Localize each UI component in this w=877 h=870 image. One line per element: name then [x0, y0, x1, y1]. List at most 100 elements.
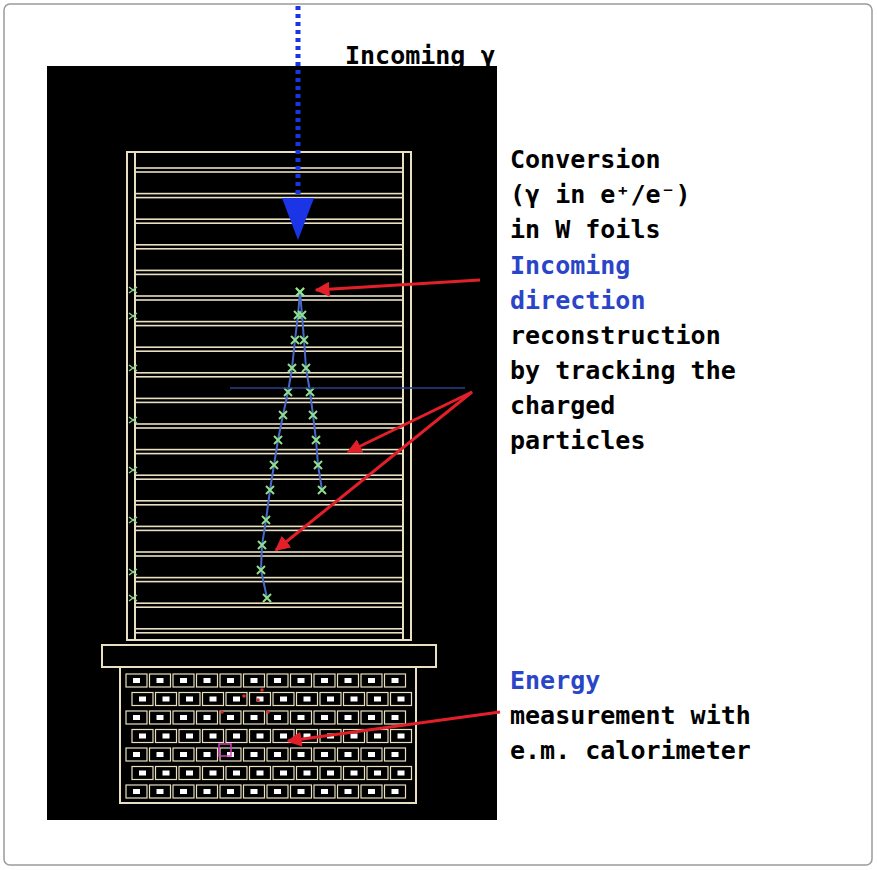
crystal-core	[227, 715, 234, 720]
crystal-core	[204, 752, 211, 757]
hit-mark	[129, 467, 137, 473]
hit-mark	[279, 411, 287, 419]
calorimeter	[102, 645, 436, 803]
tracker-tray	[135, 603, 403, 607]
leader-arrow	[276, 392, 472, 550]
crystal-log	[203, 767, 224, 780]
crystal-core	[157, 678, 164, 683]
crystal-core	[133, 789, 140, 794]
leader-arrow	[316, 280, 480, 290]
tracker-tower	[127, 152, 411, 640]
energy-deposit	[256, 698, 260, 702]
crystal-core	[233, 771, 240, 776]
crystal-core	[157, 752, 164, 757]
crystal-log	[361, 748, 382, 761]
crystal-log	[244, 785, 265, 798]
photon-arrowhead	[282, 198, 314, 240]
crystal-log	[126, 785, 147, 798]
crystal-core	[280, 771, 287, 776]
conversion-note: Conversion (γ in e⁺/e⁻) in W foils	[510, 142, 698, 247]
crystal-core	[204, 678, 211, 683]
crystal-log	[126, 674, 147, 687]
crystal-log	[385, 674, 406, 687]
crystal-log	[197, 748, 218, 761]
crystal-core	[139, 734, 146, 739]
crystal-log	[338, 674, 359, 687]
hit-mark	[270, 461, 278, 469]
crystal-core	[133, 752, 140, 757]
crystal-log	[338, 748, 359, 761]
hit-mark	[306, 388, 314, 396]
crystal-core	[392, 752, 399, 757]
crystal-core	[327, 771, 334, 776]
crystal-core	[345, 752, 352, 757]
crystal-core	[351, 771, 358, 776]
hit-mark	[300, 336, 308, 344]
crystal-log	[150, 674, 171, 687]
tracker-tray	[135, 398, 403, 402]
tracker-tray	[135, 168, 403, 172]
tracker-tray	[135, 219, 403, 223]
crystal-log	[361, 674, 382, 687]
crystal-log	[250, 730, 271, 743]
crystal-core	[257, 734, 264, 739]
energy-note: measurement with e.m. calorimeter	[510, 698, 760, 768]
crystal-log	[361, 711, 382, 724]
crystal-log	[126, 711, 147, 724]
crystal-log	[385, 785, 406, 798]
energy-deposit	[220, 710, 224, 714]
crystal-log	[291, 785, 312, 798]
crystal-core	[321, 678, 328, 683]
tower-post	[126, 152, 128, 640]
hit-mark	[309, 411, 317, 419]
crystal-core	[186, 771, 193, 776]
tower-post	[134, 152, 136, 640]
crystal-log	[314, 711, 335, 724]
crystal-core	[392, 789, 399, 794]
crystal-core	[139, 771, 146, 776]
crystal-core	[392, 715, 399, 720]
tower-post	[402, 152, 404, 640]
tracker-tray	[135, 629, 403, 633]
crystal-core	[180, 715, 187, 720]
crystal-log	[226, 767, 247, 780]
crystal-log	[226, 730, 247, 743]
crystal-log	[291, 711, 312, 724]
crystal-core	[274, 678, 281, 683]
crystal-log	[314, 674, 335, 687]
crystal-core	[251, 678, 258, 683]
tracker-tray	[135, 245, 403, 249]
tracker-tray	[135, 322, 403, 326]
energy-deposit	[266, 710, 270, 714]
crystal-core	[374, 734, 381, 739]
crystal-core	[298, 752, 305, 757]
crystal-core	[186, 734, 193, 739]
crystal-log	[179, 730, 200, 743]
crystal-log	[244, 711, 265, 724]
crystal-log	[297, 767, 318, 780]
crystal-core	[157, 789, 164, 794]
crystal-log	[267, 674, 288, 687]
crystal-core	[345, 678, 352, 683]
crystal-log	[314, 748, 335, 761]
crystal-log	[220, 785, 241, 798]
crystal-core	[298, 678, 305, 683]
crystal-log	[361, 785, 382, 798]
hit-mark	[318, 486, 326, 494]
particle-track	[300, 292, 322, 490]
crystal-core	[180, 789, 187, 794]
crystal-core	[204, 715, 211, 720]
hit-mark	[257, 566, 265, 574]
crystal-log	[173, 748, 194, 761]
crystal-log	[220, 674, 241, 687]
crystal-core	[157, 715, 164, 720]
crystal-core	[274, 752, 281, 757]
crystal-log	[291, 674, 312, 687]
crystal-core	[227, 678, 234, 683]
tracker-tray	[135, 450, 403, 454]
crystal-log	[150, 785, 171, 798]
tracker-tray	[135, 424, 403, 428]
tracker-tray	[135, 296, 403, 300]
particle-track	[261, 292, 300, 598]
direction-note: reconstruction by tracking the charged p…	[510, 318, 750, 458]
